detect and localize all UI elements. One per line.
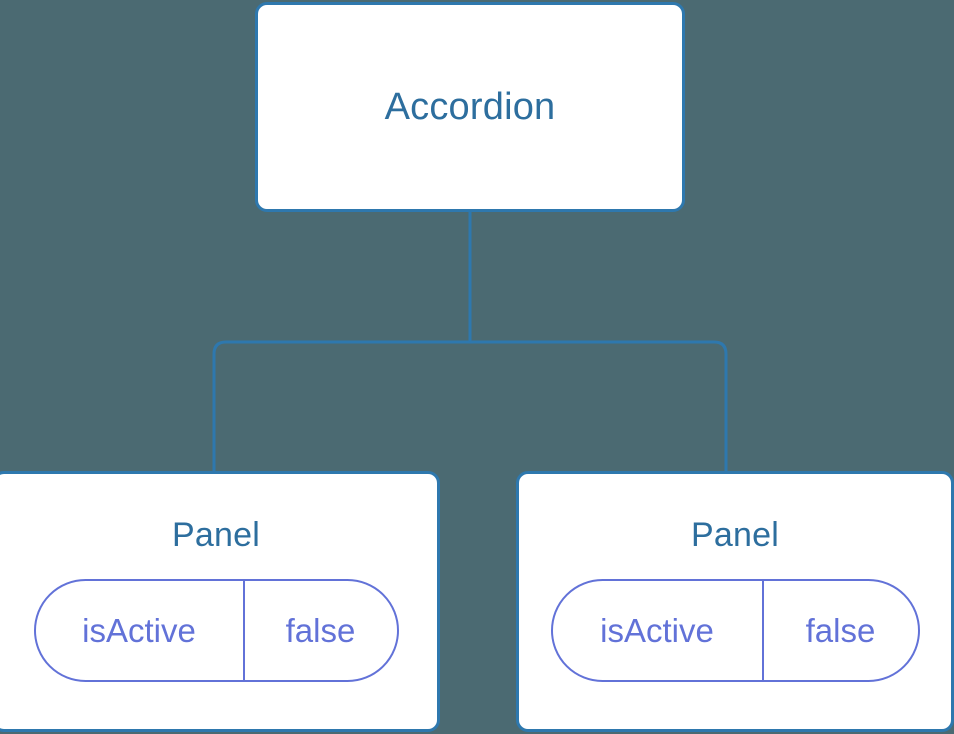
panel-right-state-key: isActive [553,581,764,680]
node-accordion-title: Accordion [384,86,556,128]
panel-left-state-badge[interactable]: isActive false [33,579,399,682]
node-panel-right[interactable]: Panel isActive false [516,471,954,732]
node-accordion[interactable]: Accordion [255,2,685,212]
panel-right-content: Panel isActive false [519,474,951,682]
node-panel-right-title: Panel [691,516,779,554]
node-panel-left-title: Panel [172,516,260,554]
edge-accordion-to-panels [212,340,728,474]
panel-right-state-badge[interactable]: isActive false [550,579,920,682]
panel-right-state-value: false [805,612,876,649]
panel-left-state-value: false [285,612,356,649]
panel-left-state-key: isActive [36,581,245,680]
panel-left-content: Panel isActive false [0,474,437,682]
node-panel-left[interactable]: Panel isActive false [0,471,440,732]
